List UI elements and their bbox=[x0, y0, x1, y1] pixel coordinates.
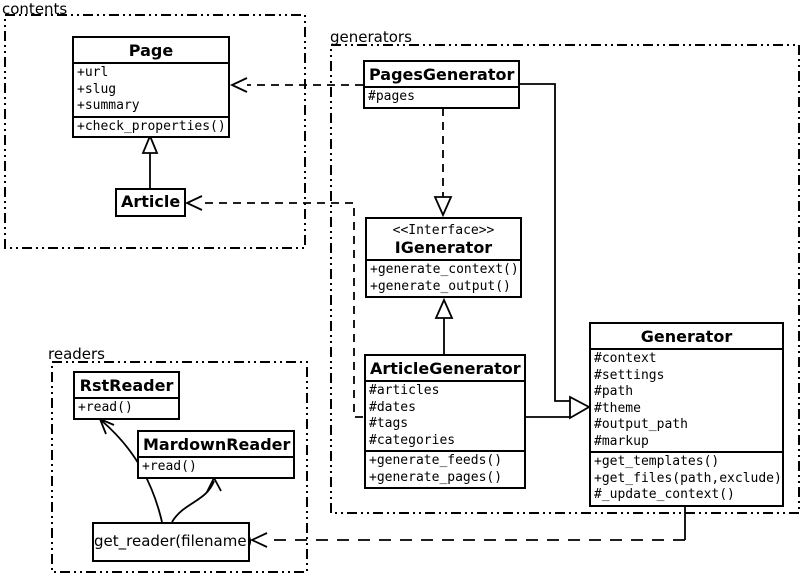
edge-articlegenerator-inherits-igenerator bbox=[434, 297, 454, 354]
class-mardownreader: MardownReader +read() bbox=[137, 430, 295, 479]
method: +get_templates() bbox=[594, 454, 720, 469]
class-pagesgenerator-attributes: #pages bbox=[365, 86, 518, 107]
attribute: #markup bbox=[594, 433, 649, 449]
method: +check_properties() bbox=[77, 118, 226, 134]
edge-article-inherits-page bbox=[141, 133, 159, 188]
package-generators-border bbox=[330, 44, 800, 514]
class-igenerator-stereotype: <<Interface>> bbox=[392, 223, 495, 238]
attribute: +url bbox=[77, 65, 109, 80]
class-rstreader-title: RstReader bbox=[79, 376, 174, 395]
class-generator: Generator #context #settings #path #them… bbox=[589, 322, 784, 507]
class-generator-attributes: #context #settings #path #theme #output_… bbox=[591, 348, 782, 451]
method: +generate_pages() bbox=[369, 469, 503, 485]
attribute: +summary bbox=[77, 98, 140, 113]
class-page-methods: +check_properties() bbox=[74, 115, 228, 137]
edge-articlegenerator-inherits-generator bbox=[526, 395, 591, 420]
function-get-reader: get_reader(filename) bbox=[92, 522, 253, 562]
class-igenerator-methods: +generate_context() +generate_output() bbox=[367, 259, 520, 296]
attribute: #dates bbox=[369, 399, 416, 415]
class-pagesgenerator: PagesGenerator #pages bbox=[363, 60, 520, 109]
attribute: #output_path bbox=[594, 417, 688, 432]
package-contents-border bbox=[4, 14, 306, 249]
attribute: #path bbox=[594, 384, 634, 399]
attribute: #context bbox=[594, 351, 657, 366]
edge-pagesgenerator-depends-page bbox=[229, 77, 363, 93]
attribute: +slug bbox=[77, 81, 117, 97]
class-article: Article bbox=[115, 188, 186, 217]
class-articlegenerator-title: ArticleGenerator bbox=[370, 359, 521, 378]
attribute: #settings bbox=[594, 367, 665, 383]
method: #_update_context() bbox=[594, 487, 735, 502]
edge-articlegenerator-depends-article bbox=[184, 195, 363, 418]
function-get-reader-label: get_reader(filename) bbox=[94, 532, 253, 550]
package-label-contents: contents bbox=[2, 0, 68, 18]
method: +get_files(path,exclude) bbox=[594, 470, 782, 486]
edge-generator-depends-getreader bbox=[249, 502, 686, 548]
edge-getreader-to-mardownreader bbox=[171, 476, 222, 523]
class-mardownreader-methods: +read() bbox=[139, 456, 293, 477]
class-pagesgenerator-title: PagesGenerator bbox=[369, 65, 515, 84]
method: +generate_feeds() bbox=[369, 453, 503, 468]
class-generator-title: Generator bbox=[640, 327, 733, 346]
attribute: #articles bbox=[369, 383, 440, 398]
method: +generate_context() bbox=[370, 262, 519, 277]
edge-pagesgenerator-inherits-generator bbox=[520, 83, 570, 402]
package-readers-border bbox=[51, 361, 308, 573]
class-igenerator-title: IGenerator bbox=[394, 238, 493, 257]
attribute: #categories bbox=[369, 432, 456, 448]
class-article-title: Article bbox=[121, 192, 181, 211]
method: +generate_output() bbox=[370, 278, 511, 294]
attribute: #theme bbox=[594, 400, 641, 416]
class-igenerator: <<Interface>> IGenerator +generate_conte… bbox=[365, 217, 522, 298]
package-label-readers: readers bbox=[48, 345, 105, 363]
class-articlegenerator: ArticleGenerator #articles #dates #tags … bbox=[364, 354, 526, 489]
class-generator-methods: +get_templates() +get_files(path,exclude… bbox=[591, 451, 782, 505]
class-page-title: Page bbox=[128, 41, 174, 60]
package-label-generators: generators bbox=[330, 28, 412, 46]
class-rstreader: RstReader +read() bbox=[73, 371, 180, 420]
attribute: #pages bbox=[368, 89, 415, 104]
class-articlegenerator-attributes: #articles #dates #tags #categories bbox=[366, 380, 524, 450]
method: +read() bbox=[142, 459, 197, 474]
method: +read() bbox=[78, 400, 133, 415]
class-mardownreader-title: MardownReader bbox=[143, 435, 291, 454]
class-page: Page +url +slug +summary +check_properti… bbox=[72, 36, 230, 138]
class-page-attributes: +url +slug +summary bbox=[74, 62, 228, 116]
class-rstreader-methods: +read() bbox=[75, 397, 178, 418]
attribute: #tags bbox=[369, 416, 409, 431]
class-articlegenerator-methods: +generate_feeds() +generate_pages() bbox=[366, 450, 524, 487]
edge-pagesgenerator-realizes-igenerator bbox=[433, 108, 453, 218]
